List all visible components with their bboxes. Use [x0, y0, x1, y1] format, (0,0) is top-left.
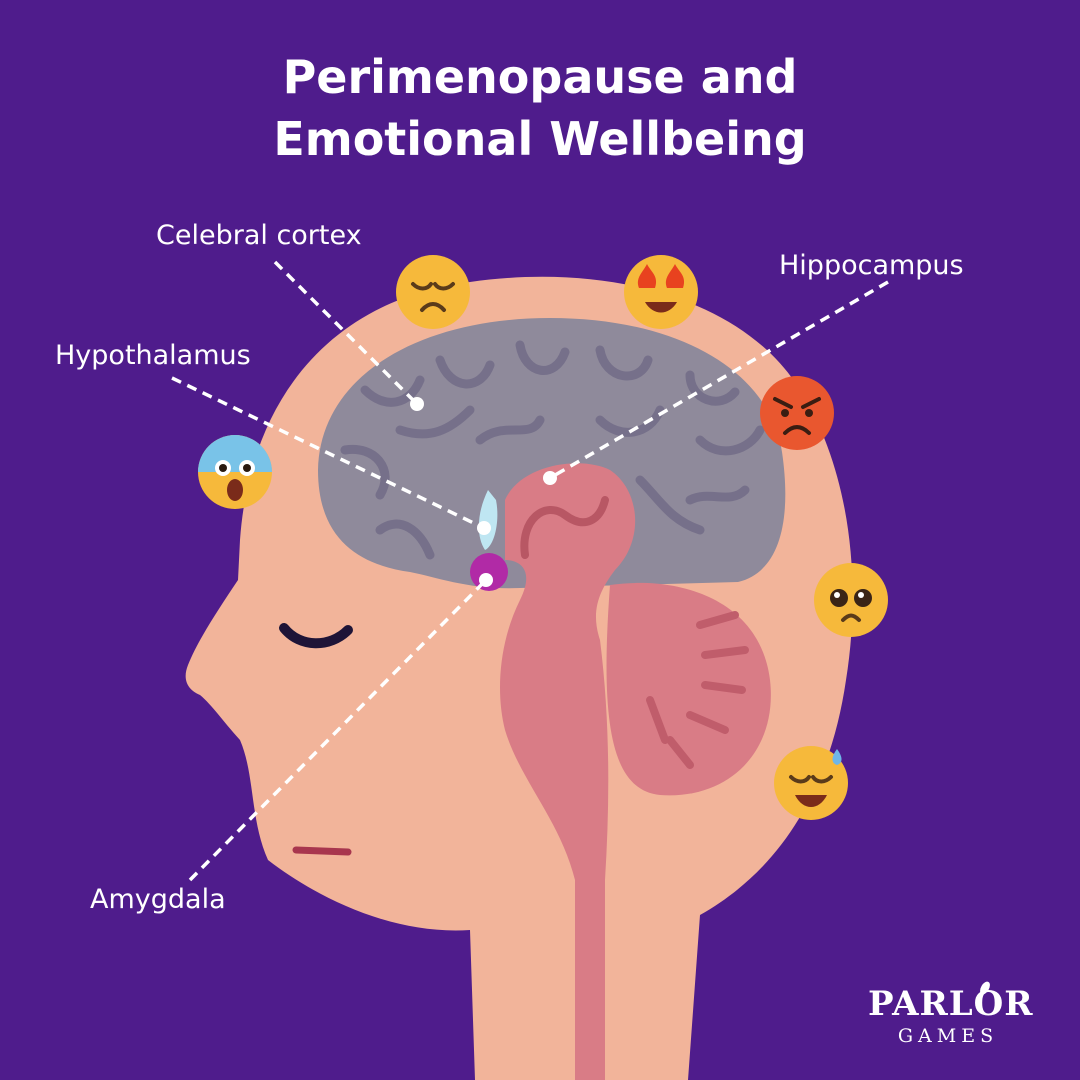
label-hypothalamus: Hypothalamus [55, 340, 251, 371]
cortex-dot [410, 397, 424, 411]
brand-name: PARLOR [868, 984, 1034, 1024]
brand-subtitle: GAMES [897, 1025, 999, 1047]
cerebellum [606, 582, 771, 796]
mouth [292, 846, 352, 856]
amygdala-dot [479, 573, 493, 587]
fire-eyes-face-icon [624, 255, 698, 329]
title-line-1: Perimenopause and [282, 50, 798, 104]
cerebral-cortex [318, 318, 786, 589]
closed-eye [279, 623, 353, 649]
label-celebral-cortex: Celebral cortex [156, 220, 362, 251]
angry-face-icon [760, 376, 834, 450]
brand-leaf-icon [980, 981, 990, 995]
sad-face-icon [396, 255, 470, 329]
fearful-face-icon [198, 435, 272, 509]
title-line-2: Emotional Wellbeing [273, 112, 807, 166]
brain-folds [340, 340, 765, 560]
sweat-tired-face-icon [774, 746, 848, 820]
leader-lines [171, 260, 889, 882]
page-title: Perimenopause and Emotional Wellbeing [0, 46, 1080, 170]
hippocampus-leader-line [549, 280, 889, 480]
cerebellum-folds [646, 611, 749, 769]
pleading-face-icon [814, 563, 888, 637]
leader-dots [410, 397, 557, 587]
hypothalamus-leader-line [171, 376, 485, 530]
amygdala-leader-line [188, 578, 488, 882]
label-hippocampus: Hippocampus [779, 250, 964, 281]
hypothalamus-dot [477, 521, 491, 535]
brainstem [500, 463, 636, 1080]
brand-logo: PARLOR GAMES [868, 984, 1034, 1049]
hypothalamus-structure [478, 490, 498, 550]
hippocampus-dot [543, 471, 557, 485]
label-amygdala: Amygdala [90, 884, 226, 915]
hippocampus-fold [520, 496, 609, 559]
